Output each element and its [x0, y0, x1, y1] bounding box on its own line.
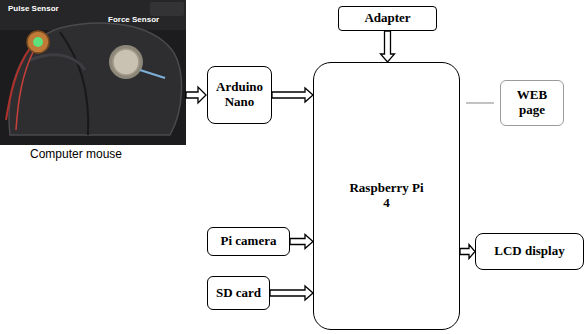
box-label: Adapter [364, 11, 410, 26]
input-box: Pi camera [207, 227, 290, 256]
sensor-label: Force Sensor [108, 15, 159, 24]
box-label: LCD display [494, 244, 564, 259]
data-arrow [270, 286, 313, 300]
data-arrow [460, 245, 475, 259]
processor-box: Raspberry Pi 4 [313, 62, 460, 330]
link-line [466, 102, 494, 103]
box-label: SD card [216, 286, 261, 301]
output-box: WEB page [500, 80, 564, 126]
box-label: Arduino Nano [212, 80, 267, 110]
box-label: WEB page [510, 88, 554, 118]
sensor-label: Pulse Sensor [8, 4, 59, 13]
storage-box: SD card [207, 276, 270, 310]
input-arrow [186, 87, 206, 103]
data-arrow [290, 235, 313, 249]
photo-caption: Computer mouse [30, 147, 122, 161]
data-arrow [272, 88, 313, 102]
power-box: Adapter [338, 6, 437, 31]
controller-box: Arduino Nano [207, 66, 272, 124]
display-box: LCD display [475, 233, 584, 270]
box-label: Raspberry Pi 4 [347, 181, 427, 211]
box-label: Pi camera [221, 234, 277, 249]
data-arrow [381, 31, 395, 62]
